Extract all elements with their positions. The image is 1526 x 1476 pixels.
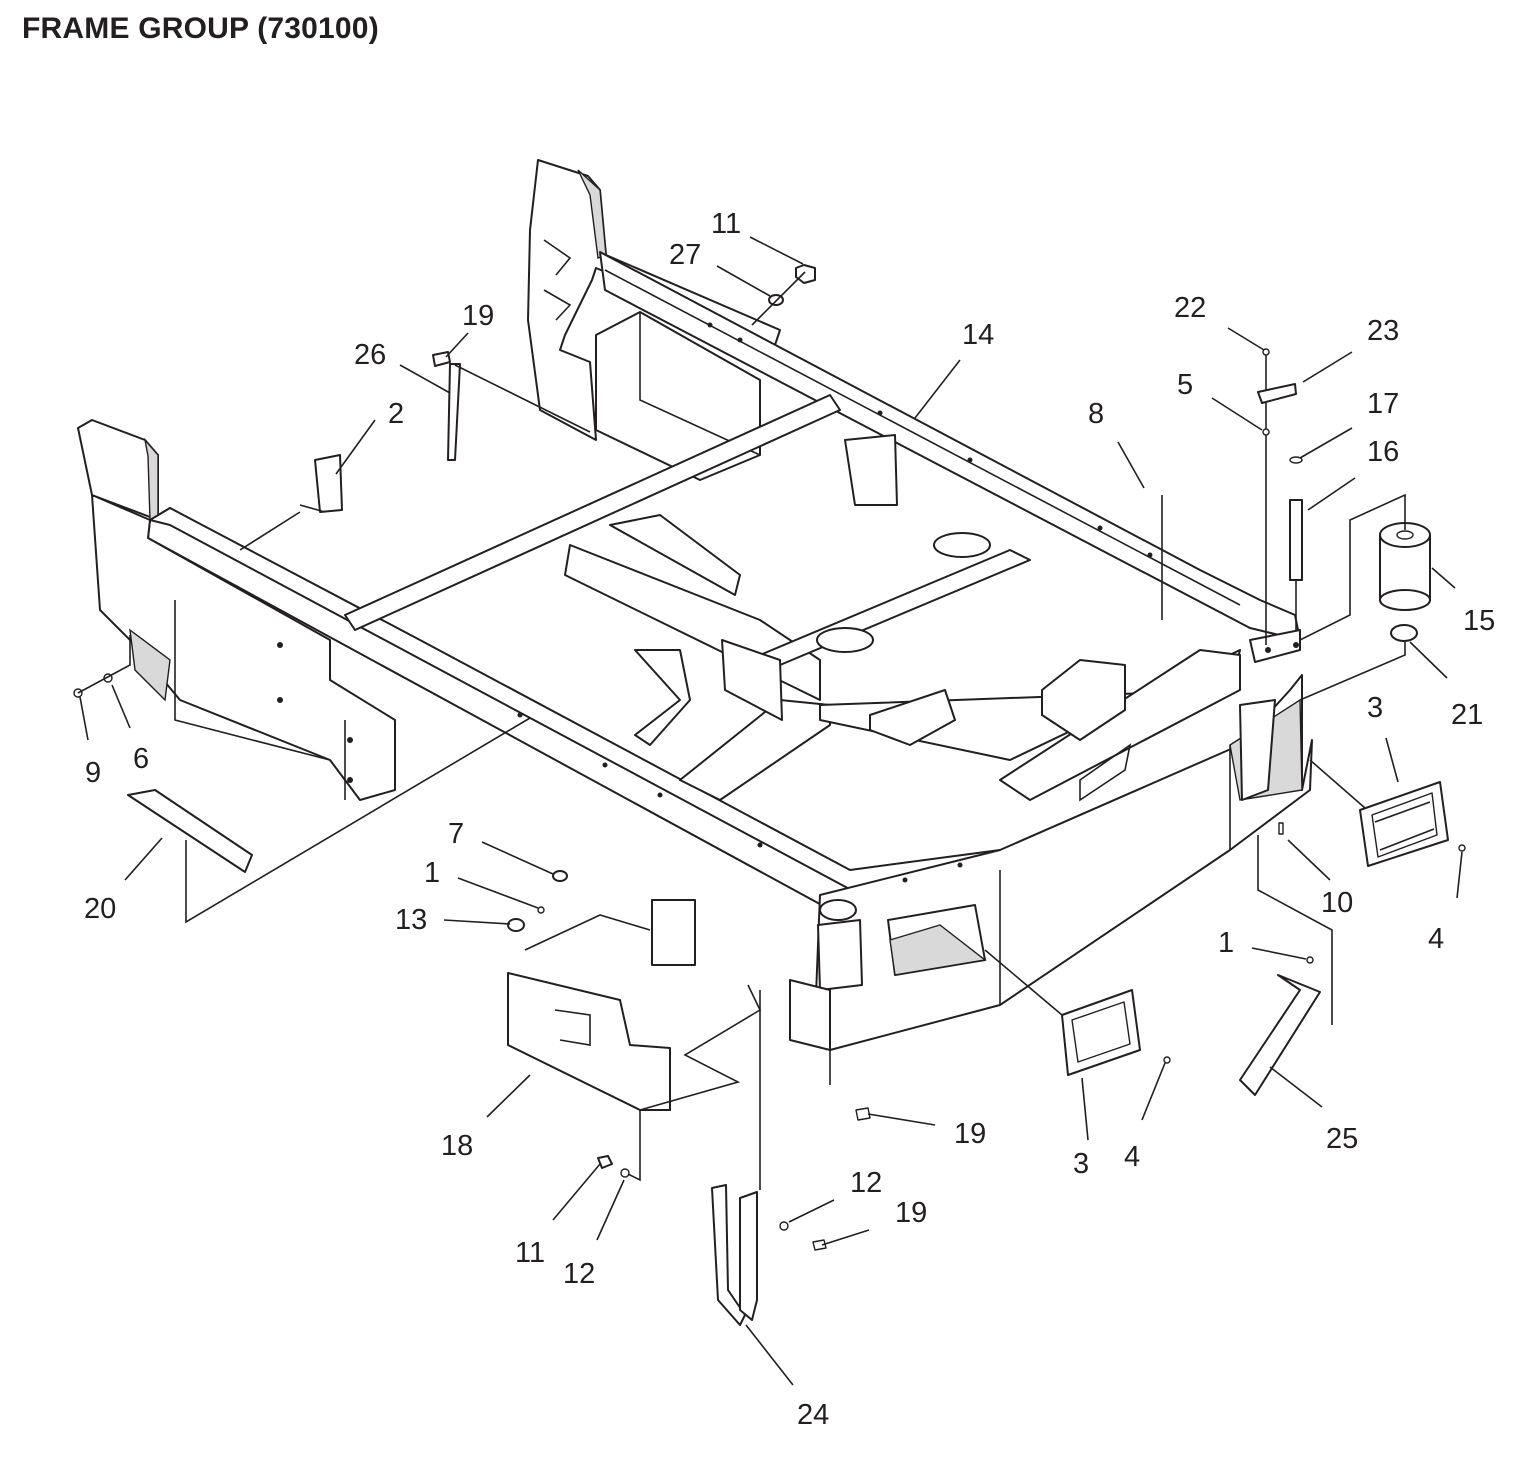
callout-12: 12 [563, 1258, 595, 1290]
part-16-pin [1289, 499, 1303, 581]
callout-15: 15 [1463, 605, 1495, 637]
callout-20: 20 [84, 893, 116, 925]
callout-27: 27 [669, 239, 701, 271]
part-20-bar [127, 789, 253, 873]
callout-17: 17 [1367, 388, 1399, 420]
part-2-bracket [314, 454, 343, 513]
callout-26: 26 [354, 339, 386, 371]
callout-1: 1 [424, 857, 440, 889]
callout-1: 1 [1218, 927, 1234, 959]
frame-assembly [77, 159, 1313, 1051]
callout-11: 11 [515, 1237, 545, 1269]
callout-6: 6 [133, 743, 149, 775]
page-title: FRAME GROUP (730100) [22, 12, 379, 45]
callout-4: 4 [1428, 923, 1444, 955]
callout-2: 2 [388, 398, 404, 430]
callout-9: 9 [85, 757, 101, 789]
callout-19: 19 [895, 1197, 927, 1229]
callout-4: 4 [1124, 1141, 1140, 1173]
callout-14: 14 [962, 319, 994, 351]
callout-23: 23 [1367, 315, 1399, 347]
callout-7: 7 [448, 818, 464, 850]
callout-16: 16 [1367, 436, 1399, 468]
callout-12: 12 [850, 1167, 882, 1199]
part-11-nut-top [795, 264, 816, 284]
callout-13: 13 [395, 904, 427, 936]
callout-3: 3 [1367, 692, 1383, 724]
callout-25: 25 [1326, 1123, 1358, 1155]
part-18-plate [507, 972, 671, 1111]
callout-22: 22 [1174, 292, 1206, 324]
callout-19: 19 [954, 1118, 986, 1150]
callout-labels: 11 27 19 26 14 2 22 23 5 8 17 16 15 21 3… [84, 208, 1495, 1431]
callout-5: 5 [1177, 369, 1193, 401]
callout-18: 18 [441, 1130, 473, 1162]
callout-19: 19 [462, 300, 494, 332]
part-25-angle [1239, 974, 1321, 1096]
callout-21: 21 [1451, 699, 1483, 731]
part-23-link [1257, 383, 1297, 404]
callout-24: 24 [797, 1399, 829, 1431]
part-11-nut-lower [597, 1155, 613, 1169]
callout-3: 3 [1073, 1148, 1089, 1180]
part-26-rod [447, 363, 461, 461]
leader-lines [79, 236, 1463, 1386]
callout-10: 10 [1321, 887, 1353, 919]
callout-11: 11 [711, 208, 741, 240]
loose-parts [73, 264, 1466, 1326]
callout-8: 8 [1088, 398, 1104, 430]
